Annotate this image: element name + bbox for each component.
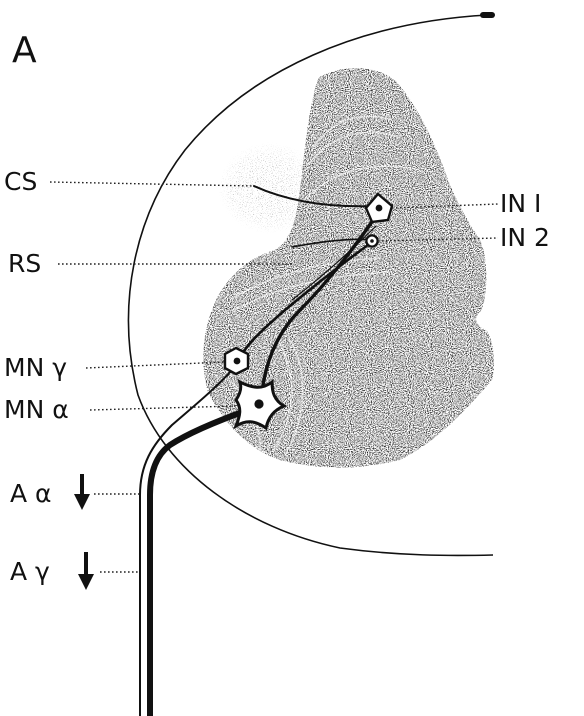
arrow-down-icon <box>74 474 90 510</box>
panel-letter: A <box>12 30 37 71</box>
label-a-alpha: A α <box>10 479 52 508</box>
alpha-axon <box>150 410 248 716</box>
label-in1: IN I <box>500 189 541 218</box>
leader-mn-alpha <box>90 406 236 410</box>
label-a-gamma: A γ <box>10 557 50 586</box>
neuron-mn-gamma <box>225 348 248 374</box>
neuron-in2 <box>366 235 377 246</box>
label-in2: IN 2 <box>500 223 550 252</box>
label-mn-alpha: MN α <box>4 395 69 424</box>
direction-arrows <box>74 474 94 590</box>
label-cs: CS <box>4 167 37 196</box>
arrow-down-icon <box>78 552 94 590</box>
label-mn-gamma: MN γ <box>4 353 67 382</box>
label-rs: RS <box>8 249 41 278</box>
